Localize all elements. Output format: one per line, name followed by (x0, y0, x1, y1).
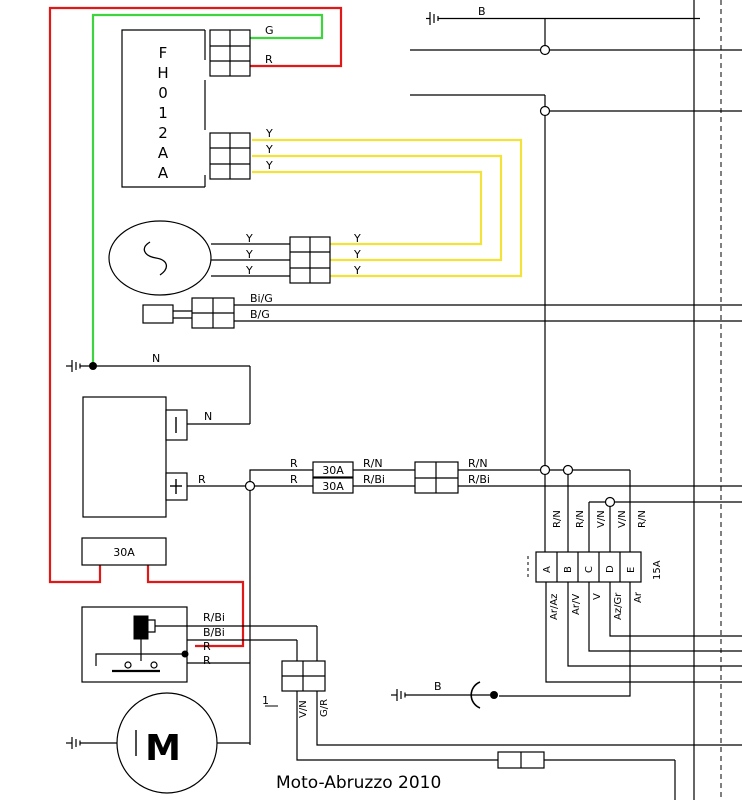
fuse-letter-d: D (605, 565, 616, 573)
wire-label-y2: Y (265, 143, 273, 156)
ecu-label-char-0: F (159, 44, 168, 62)
wire-label-r: R (265, 53, 273, 66)
connector-mid (414, 461, 459, 494)
callout-one: 1 (262, 694, 269, 707)
junction-node (539, 44, 551, 56)
ground-n (66, 360, 251, 425)
wire-label-r-n2: R/N (468, 457, 488, 470)
ecu-label-char-2: 0 (158, 84, 168, 102)
switch-output-lines (296, 691, 742, 800)
wire-label-n2: N (204, 410, 212, 423)
wire-label-r-reg: R (198, 473, 206, 486)
main-fuse-label: 30A (113, 546, 135, 559)
wire-label-vn-d: V/N (617, 510, 628, 528)
junction-node (562, 464, 574, 476)
fuse-box-rating: 15A (652, 560, 663, 580)
fuse-letter-c: C (584, 566, 595, 573)
junction-node (244, 480, 256, 492)
junction-node (604, 496, 616, 508)
motor-label: M (145, 728, 181, 769)
ecu-connector-top (209, 29, 251, 77)
wire-label-b-bottom: B (434, 680, 442, 693)
alternator (108, 220, 290, 296)
junction-node (89, 362, 97, 370)
yellow-wires (252, 138, 523, 278)
wire-label-rn-b: R/N (575, 510, 586, 528)
junction-node (539, 105, 551, 117)
alt-label-y5: Y (353, 248, 361, 261)
wire-label-r-n1: R/N (363, 457, 383, 470)
starter-switch-connector (281, 660, 326, 692)
wire-label-r-bi-relay: R/Bi (203, 611, 225, 624)
wire-label-rn-e: R/N (637, 510, 648, 528)
green-wire (91, 13, 324, 365)
fuse-label-30a-1: 30A (322, 464, 344, 477)
ecu-label-char-6: A (158, 164, 169, 182)
wire-label-r-bi2: R/Bi (468, 473, 490, 486)
wire-label-rn-a: R/N (552, 510, 563, 528)
junction-node (490, 691, 498, 699)
wire-label-bi-g: Bi/G (250, 292, 273, 305)
ecu-label-char-3: 1 (158, 104, 168, 122)
relay-output-lines (187, 625, 318, 664)
main-fuse (81, 537, 167, 566)
wire-label-r-relay2: R (203, 654, 211, 667)
wire-label-y3: Y (265, 159, 273, 172)
wire-label-v-n: V/N (298, 700, 309, 718)
fusebox-output-lines (499, 582, 742, 697)
ecu-label-char-5: A (158, 144, 169, 162)
red-wire-2 (146, 565, 245, 648)
ecu-label-char-1: H (157, 64, 168, 82)
wire-label-r-f1: R (290, 457, 298, 470)
wire-label-ar-az: Ar/Az (549, 594, 560, 620)
ecu-fh012aa: F H 0 1 2 A A (121, 29, 206, 188)
starter-relay (81, 606, 188, 683)
power-lines (187, 469, 313, 745)
connector-bottom (497, 751, 545, 769)
wire-label-g: G (265, 24, 274, 37)
ground-motor (66, 737, 117, 749)
wire-label-v: V (592, 593, 603, 600)
wire-label-n1: N (152, 352, 160, 365)
wire-label-y1: Y (265, 127, 273, 140)
wire-label-r-relay1: R (203, 640, 211, 653)
junction-node (181, 650, 189, 658)
credit-text: Moto-Abruzzo 2010 (276, 773, 441, 793)
wire-label-az-gr: Az/Gr (613, 592, 624, 620)
fuse-label-30a-2: 30A (322, 480, 344, 493)
wire-label-vn-c: V/N (596, 510, 607, 528)
wire-label-b-g: B/G (250, 308, 270, 321)
red-wire (48, 6, 343, 584)
alt-label-y2: Y (245, 248, 253, 261)
wire-label-b-top: B (478, 5, 486, 18)
wire-label-b-bi-relay: B/Bi (203, 626, 225, 639)
alt-label-y6: Y (353, 264, 361, 277)
wire-label-ar: Ar (633, 591, 644, 603)
alt-label-y4: Y (353, 232, 361, 245)
ecu-connector-bottom (209, 132, 251, 180)
wire-label-g-r: G/R (319, 699, 330, 717)
alt-label-y1: Y (245, 232, 253, 245)
starter-motor (116, 692, 250, 794)
fuse-box-15a (535, 551, 642, 583)
alt-label-y3: Y (245, 264, 253, 277)
ecu-label-char-4: 2 (158, 124, 168, 142)
fuse-letter-e: E (626, 567, 637, 573)
ground-bottom-right (391, 681, 490, 709)
fuse-pair (312, 461, 354, 494)
wire-label-r-f2: R (290, 473, 298, 486)
pickup-sensor (142, 297, 742, 329)
wire-label-ar-v: Ar/V (571, 594, 582, 615)
wire-label-r-bi1: R/Bi (363, 473, 385, 486)
alternator-connector (289, 236, 331, 284)
fuse-letter-a: A (542, 566, 553, 573)
fuse-letter-b: B (563, 566, 574, 573)
regulator-box (82, 396, 188, 518)
junction-node (539, 464, 551, 476)
ground-top-right (426, 12, 700, 25)
bus-lines (410, 18, 742, 470)
